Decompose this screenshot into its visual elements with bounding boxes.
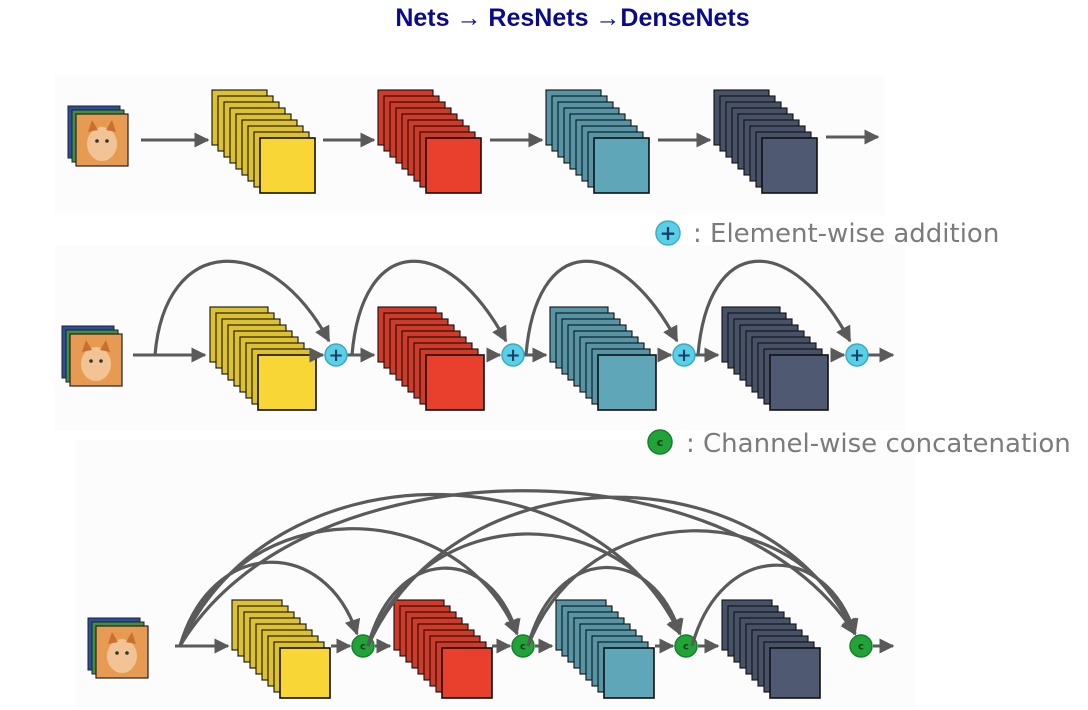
skip-connection <box>526 565 684 647</box>
skip-connection <box>178 560 361 647</box>
skip-connection <box>350 259 508 356</box>
feature-map-front <box>425 354 485 411</box>
addition-legend-label: : Element-wise addition <box>693 219 999 249</box>
feature-map-front <box>769 354 829 411</box>
concat-symbol: c <box>520 642 526 653</box>
cat-eye <box>105 139 109 143</box>
addition-symbol: + <box>849 345 864 366</box>
cat-face <box>81 347 111 381</box>
skip-connection <box>366 566 521 647</box>
concat-symbol: c <box>858 642 864 653</box>
concat-legend-label: : Channel-wise concatenation <box>686 429 1071 459</box>
teal-feature-block <box>555 599 655 699</box>
teal-feature-block <box>545 89 650 194</box>
cat-eye <box>95 139 99 143</box>
cat-eye <box>99 359 103 363</box>
cat-ears <box>82 340 110 352</box>
skip-connection <box>690 563 859 647</box>
cat-ears <box>108 632 136 644</box>
nets-row <box>67 89 880 194</box>
cat-eye <box>115 651 119 655</box>
element-wise-addition-node <box>501 343 525 367</box>
skip-connection <box>153 259 331 356</box>
feature-map-front <box>257 354 317 411</box>
addition-legend-symbol: + <box>660 221 677 245</box>
concatenation-node <box>674 634 698 658</box>
concat-legend-symbol: c <box>657 436 664 449</box>
skip-connection <box>696 259 852 356</box>
teal-feature-block <box>549 306 657 411</box>
feature-map-front <box>761 137 818 194</box>
addition-legend-icon <box>655 220 681 246</box>
input-image <box>61 325 123 387</box>
addition-symbol: + <box>505 345 520 366</box>
concatenation-node <box>849 634 873 658</box>
element-wise-addition-node <box>845 343 869 367</box>
resnets-row: + + + + <box>61 259 895 411</box>
input-image <box>67 105 129 167</box>
yellow-feature-block <box>211 89 316 194</box>
feature-map-front <box>769 647 821 699</box>
slate-feature-block <box>721 599 821 699</box>
red-feature-block <box>377 306 485 411</box>
skip-connection <box>178 492 682 647</box>
addition-symbol: + <box>676 345 691 366</box>
cat-eye <box>89 359 93 363</box>
cat-face <box>87 127 117 161</box>
yellow-feature-block <box>209 306 317 411</box>
input-image <box>87 617 149 679</box>
slate-feature-block <box>713 89 818 194</box>
yellow-feature-block <box>231 599 331 699</box>
element-wise-addition-node <box>672 343 696 367</box>
page-title: Nets → ResNets →DenseNets <box>395 4 750 32</box>
addition-symbol: + <box>328 345 343 366</box>
slate-feature-block <box>721 306 829 411</box>
element-wise-addition-node <box>324 343 348 367</box>
feature-map-front <box>597 354 657 411</box>
red-feature-block <box>377 89 482 194</box>
feature-map-front <box>593 137 650 194</box>
legend-addition: + : Element-wise addition <box>655 219 999 249</box>
feature-map-front <box>425 137 482 194</box>
legend-concat: c : Channel-wise concatenation <box>647 429 1071 459</box>
skip-connection <box>524 259 679 356</box>
feature-map-front <box>603 647 655 699</box>
concat-symbol: c <box>683 642 689 653</box>
cat-eye <box>125 651 129 655</box>
cat-ears <box>88 120 116 132</box>
feature-map-front <box>259 137 316 194</box>
image-channel-red <box>75 113 129 167</box>
concat-symbol: c <box>360 642 366 653</box>
skip-connection <box>178 489 857 647</box>
red-feature-block <box>393 599 493 699</box>
cat-face <box>107 639 137 673</box>
feature-map-front <box>441 647 493 699</box>
feature-map-front <box>279 647 331 699</box>
concat-legend-icon <box>647 429 673 455</box>
